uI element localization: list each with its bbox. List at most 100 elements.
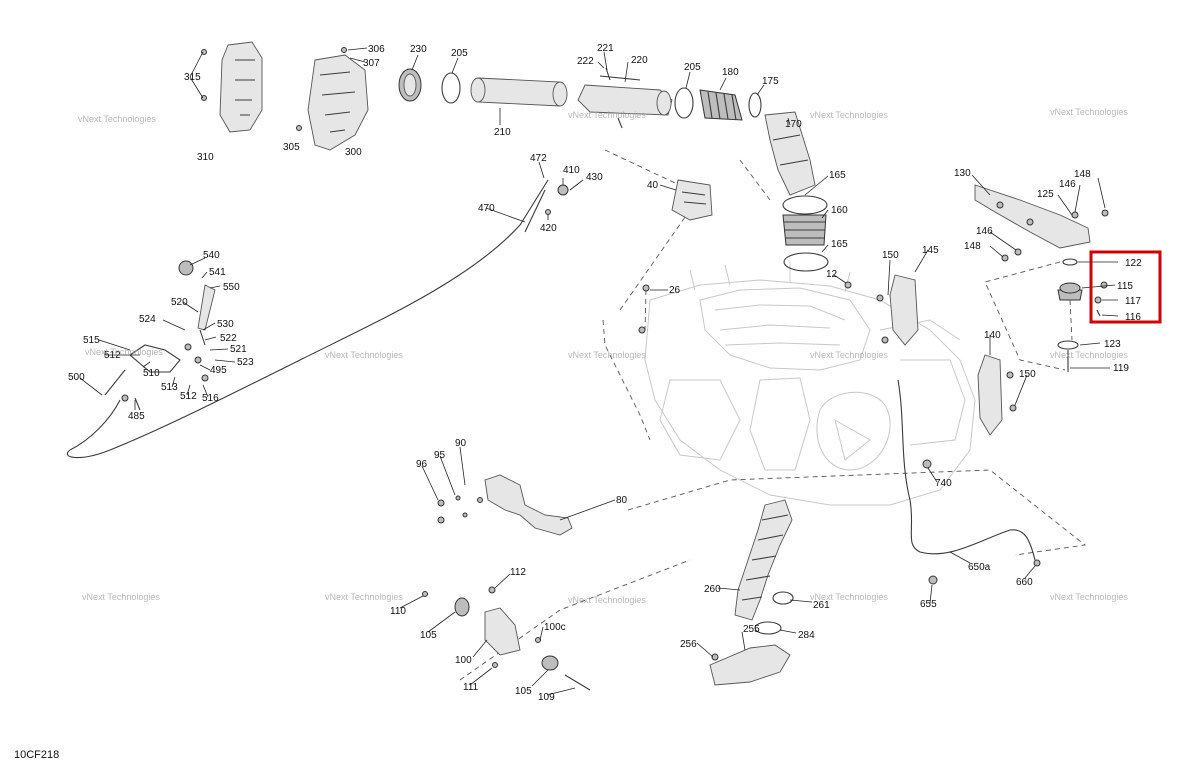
callout-150b: 150 bbox=[1019, 369, 1036, 380]
callout-100c: 100c bbox=[544, 622, 566, 633]
callout-315: 315 bbox=[184, 72, 201, 83]
callout-521: 521 bbox=[230, 344, 247, 355]
callout-221: 221 bbox=[597, 43, 614, 54]
diagram-code: 10CF218 bbox=[14, 749, 59, 761]
callout-117: 117 bbox=[1125, 296, 1141, 307]
part-130-mount-bracket bbox=[974, 184, 1109, 262]
callout-105: 105 bbox=[420, 630, 437, 641]
part-510-pedal-assembly bbox=[104, 260, 216, 411]
part-140-bracket bbox=[977, 354, 1017, 436]
part-115-rubber-mount bbox=[1057, 258, 1102, 372]
callout-306: 306 bbox=[368, 44, 385, 55]
callout-150: 150 bbox=[882, 250, 899, 261]
part-470-throttle-cable bbox=[67, 179, 569, 459]
part-160-bellows bbox=[782, 195, 829, 272]
callout-255: 255 bbox=[743, 624, 760, 635]
callout-485: 485 bbox=[128, 411, 145, 422]
callout-650a: 650a bbox=[968, 562, 991, 573]
watermark-10: vNext Technologies bbox=[82, 592, 160, 602]
part-310-airbox-cover bbox=[201, 41, 263, 133]
callout-550: 550 bbox=[223, 282, 240, 293]
callout-148b: 148 bbox=[964, 241, 981, 252]
part-255-duct bbox=[709, 644, 791, 686]
callout-146: 146 bbox=[1059, 179, 1076, 190]
callout-740: 740 bbox=[935, 478, 952, 489]
callout-284: 284 bbox=[798, 630, 815, 641]
callout-26: 26 bbox=[669, 285, 681, 296]
callout-230: 230 bbox=[410, 44, 427, 55]
watermark-5: vNext Technologies bbox=[85, 347, 163, 357]
part-40-throttle-body bbox=[671, 179, 713, 221]
callout-165: 165 bbox=[829, 170, 846, 181]
callout-522: 522 bbox=[220, 333, 237, 344]
watermark-14: vNext Technologies bbox=[1050, 592, 1128, 602]
callout-205b: 205 bbox=[684, 62, 701, 73]
callout-109: 109 bbox=[538, 692, 555, 703]
callout-146b: 146 bbox=[976, 226, 993, 237]
callout-430: 430 bbox=[586, 172, 603, 183]
callout-170: 170 bbox=[785, 119, 802, 130]
callout-180: 180 bbox=[722, 67, 739, 78]
callout-165b: 165 bbox=[831, 239, 848, 250]
callout-512b: 512 bbox=[180, 391, 197, 402]
callout-516: 516 bbox=[202, 393, 219, 404]
callout-256: 256 bbox=[680, 639, 697, 650]
callout-524: 524 bbox=[139, 314, 156, 325]
callout-472: 472 bbox=[530, 153, 547, 164]
highlight-box bbox=[1089, 250, 1162, 324]
part-260-intake-hose bbox=[734, 499, 794, 635]
callout-145: 145 bbox=[922, 245, 939, 256]
callout-410: 410 bbox=[563, 165, 580, 176]
callout-541: 541 bbox=[209, 267, 226, 278]
callout-110: 110 bbox=[390, 606, 406, 617]
watermark-1: vNext Technologies bbox=[78, 114, 156, 124]
part-210-air-tube bbox=[470, 77, 568, 107]
callout-160: 160 bbox=[831, 205, 848, 216]
part-170-intake-elbow bbox=[764, 111, 816, 196]
watermark-11: vNext Technologies bbox=[325, 592, 403, 602]
assembly-dashes bbox=[459, 149, 1087, 681]
leader-lines bbox=[79, 47, 1119, 696]
part-650a-sensor-harness bbox=[897, 379, 1041, 585]
callout-80: 80 bbox=[616, 495, 628, 506]
callout-119: 119 bbox=[1113, 363, 1129, 374]
part-230-clamp-ring bbox=[398, 68, 422, 102]
watermark-6: vNext Technologies bbox=[325, 350, 403, 360]
callout-420: 420 bbox=[540, 223, 557, 234]
part-145-bracket bbox=[876, 274, 919, 346]
callout-222: 222 bbox=[577, 56, 594, 67]
watermark-4: vNext Technologies bbox=[568, 110, 646, 120]
part-300-airbox-housing bbox=[296, 47, 369, 151]
watermark-7: vNext Technologies bbox=[568, 350, 646, 360]
part-80-pedal-bracket bbox=[437, 474, 573, 536]
callout-111: 111 bbox=[463, 682, 479, 693]
callout-513: 513 bbox=[161, 382, 178, 393]
watermark-12: vNext Technologies bbox=[568, 595, 646, 605]
callout-300: 300 bbox=[345, 147, 362, 158]
callout-125: 125 bbox=[1037, 189, 1054, 200]
callout-40: 40 bbox=[647, 180, 659, 191]
callout-470: 470 bbox=[478, 203, 495, 214]
callout-307: 307 bbox=[363, 58, 380, 69]
callout-95: 95 bbox=[434, 450, 446, 461]
part-100-lower-mount bbox=[422, 586, 591, 691]
callout-310: 310 bbox=[197, 152, 214, 163]
callout-175: 175 bbox=[762, 76, 779, 87]
callout-123: 123 bbox=[1104, 339, 1121, 350]
part-180-bellows-coupler bbox=[699, 89, 743, 121]
callout-512: 512 bbox=[104, 350, 121, 361]
callout-261: 261 bbox=[813, 600, 830, 611]
part-175-clamp bbox=[748, 92, 762, 118]
callout-130: 130 bbox=[954, 168, 971, 179]
callout-100: 100 bbox=[455, 655, 472, 666]
watermarks: vNext Technologies vNext Technologies vN… bbox=[78, 107, 1128, 605]
callout-205: 205 bbox=[451, 48, 468, 59]
callout-495: 495 bbox=[210, 365, 227, 376]
callout-148: 148 bbox=[1074, 169, 1091, 180]
callout-500: 500 bbox=[68, 372, 85, 383]
callout-523: 523 bbox=[237, 357, 254, 368]
callout-12: 12 bbox=[826, 269, 838, 280]
watermark-2: vNext Technologies bbox=[810, 110, 888, 120]
watermark-8: vNext Technologies bbox=[810, 350, 888, 360]
